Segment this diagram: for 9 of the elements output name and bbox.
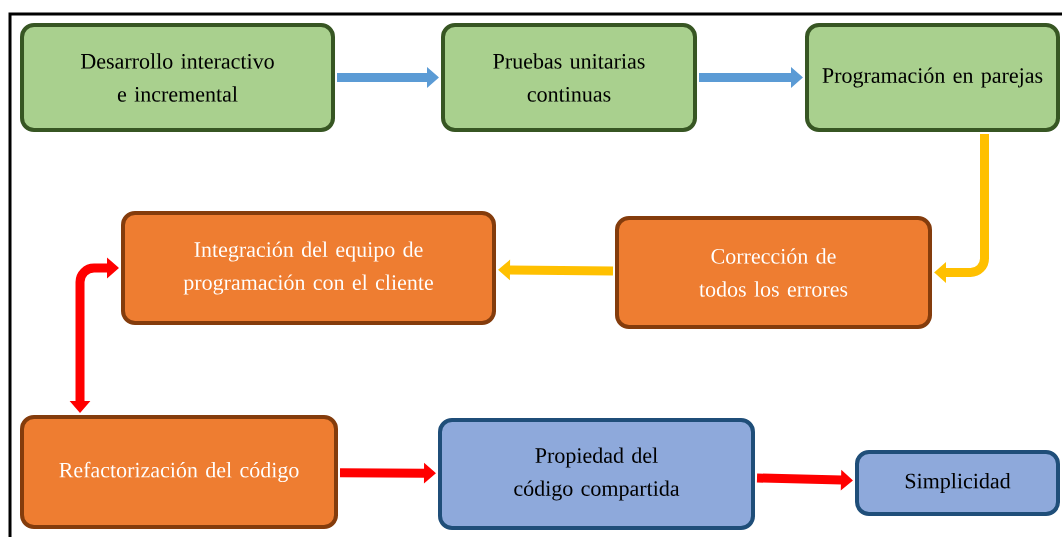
process-box: Propiedad del código compartida	[438, 418, 755, 530]
process-box: Desarrollo interactivo e incremental	[20, 23, 335, 132]
process-box: Pruebas unitarias continuas	[441, 23, 697, 132]
process-box: Simplicidad	[855, 450, 1060, 516]
process-box: Corrección de todos los errores	[615, 216, 932, 329]
process-box: Refactorización del código	[20, 415, 338, 529]
process-box: Integración del equipo de programación con el cliente	[121, 211, 496, 325]
process-box: Programación en parejas	[805, 23, 1060, 132]
arrow	[934, 134, 989, 283]
